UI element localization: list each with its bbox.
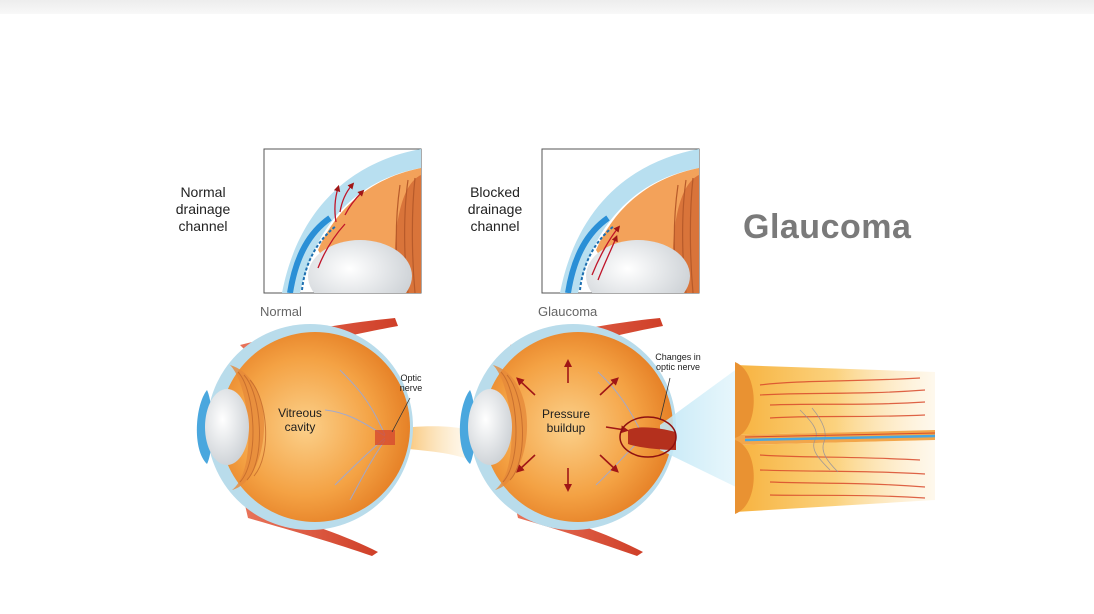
vitreous-cavity-label: Vitreous cavity — [270, 406, 330, 434]
optic-nerve-label-line1: Optic — [400, 373, 422, 383]
normal-drainage-label-line2: drainage — [175, 201, 231, 217]
eye-glaucoma — [459, 318, 738, 556]
optic-nerve-cross-section — [735, 362, 936, 514]
blocked-drainage-label-line1: Blocked — [470, 184, 520, 200]
changes-optic-nerve-label: Changes in optic nerve — [647, 352, 709, 372]
optic-nerve-label: Optic nerve — [393, 373, 429, 393]
normal-drainage-label-line3: channel — [178, 218, 228, 234]
optic-nerve-label-line2: nerve — [399, 383, 423, 393]
normal-drainage-label-line1: Normal — [180, 184, 226, 200]
page-title: Glaucoma — [743, 208, 912, 246]
changes-optic-nerve-label-line1: Changes in — [655, 352, 701, 362]
blocked-drainage-label: Blocked drainage channel — [460, 184, 530, 235]
pressure-buildup-label: Pressure buildup — [533, 407, 599, 435]
caption-glaucoma: Glaucoma — [538, 304, 598, 319]
eye-normal — [196, 318, 470, 556]
vitreous-cavity-label-line1: Vitreous — [278, 406, 322, 420]
vitreous-cavity-label-line2: cavity — [284, 420, 316, 434]
changes-optic-nerve-label-line2: optic nerve — [655, 362, 701, 372]
inset-normal-drainage — [263, 148, 422, 294]
caption-normal: Normal — [260, 304, 302, 319]
pressure-buildup-label-line1: Pressure — [541, 407, 591, 421]
pressure-buildup-label-line2: buildup — [546, 421, 586, 435]
normal-drainage-label: Normal drainage channel — [168, 184, 238, 235]
inset-blocked-drainage — [541, 148, 700, 294]
blocked-drainage-label-line3: channel — [470, 218, 520, 234]
top-bar — [0, 0, 1094, 14]
blocked-drainage-label-line2: drainage — [467, 201, 523, 217]
